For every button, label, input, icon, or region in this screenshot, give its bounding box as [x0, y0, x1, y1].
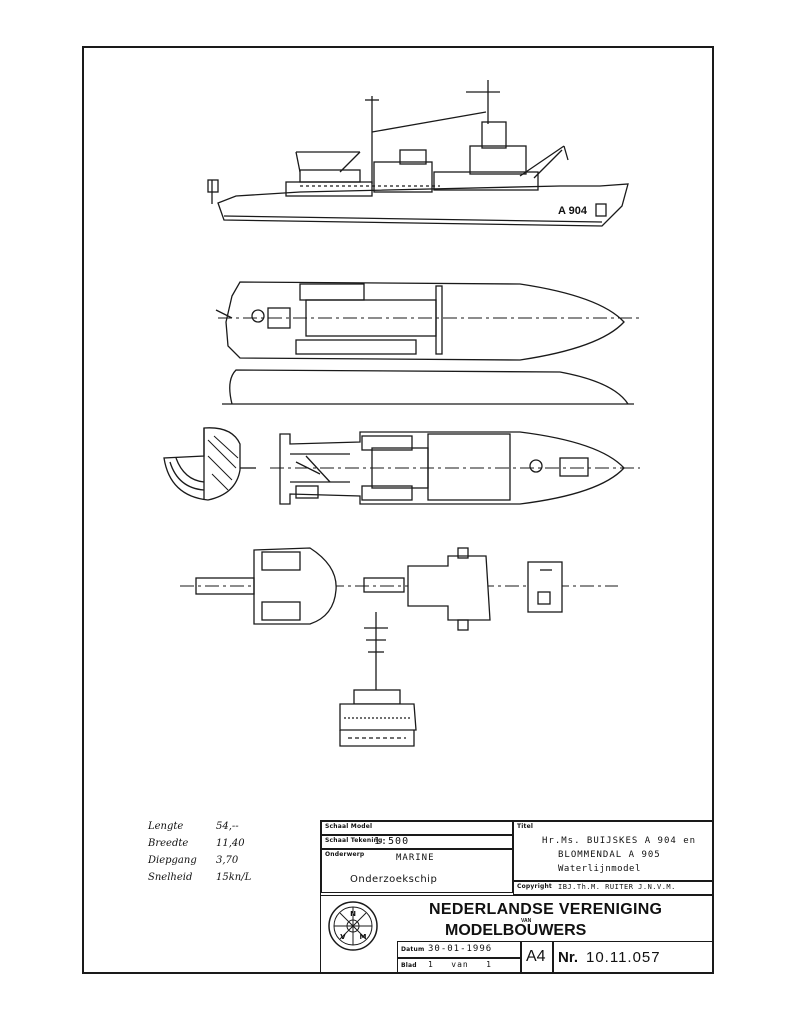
- org-name-line1: NEDERLANDSE VERENIGING: [429, 901, 663, 918]
- hull-marking: A 904: [558, 205, 588, 217]
- svg-text:N: N: [350, 910, 356, 918]
- nr-cell: Nr. 10.11.057: [553, 941, 713, 973]
- blad-cell: Blad 1 van 1: [397, 958, 521, 973]
- deck-plan: [270, 431, 640, 505]
- nvm-logo-icon: N V M: [328, 901, 378, 951]
- titel-cell: Titel Hr.Ms. BUIJSKES A 904 en BLOMMENDA…: [513, 821, 713, 881]
- side-view: [207, 80, 629, 227]
- org-name-line3: MODELBOUWERS: [445, 922, 587, 939]
- title-block: Schaal Model Schaal Tekening 1:500 Onder…: [320, 820, 714, 974]
- schaal-tekening-cell: Schaal Tekening 1:500: [321, 835, 513, 849]
- onderwerp-cell: Onderwerp MARINE Onderzoekschip: [321, 849, 513, 893]
- organization-area: N V M: [321, 895, 713, 973]
- copyright-cell: Copyright IBJ.Th.M. RUITER J.N.V.M.: [513, 881, 713, 895]
- svg-text:M: M: [360, 933, 367, 941]
- stern-section: [163, 427, 256, 501]
- datum-cell: Datum 30-01-1996: [397, 941, 521, 958]
- format-cell: A4: [521, 941, 553, 973]
- deck-sections: [180, 547, 618, 631]
- schaal-model-cell: Schaal Model: [321, 821, 513, 835]
- org-name-line2: VAN: [521, 918, 532, 924]
- plan-view: [215, 281, 640, 405]
- front-view: [339, 612, 417, 747]
- svg-text:V: V: [340, 933, 346, 941]
